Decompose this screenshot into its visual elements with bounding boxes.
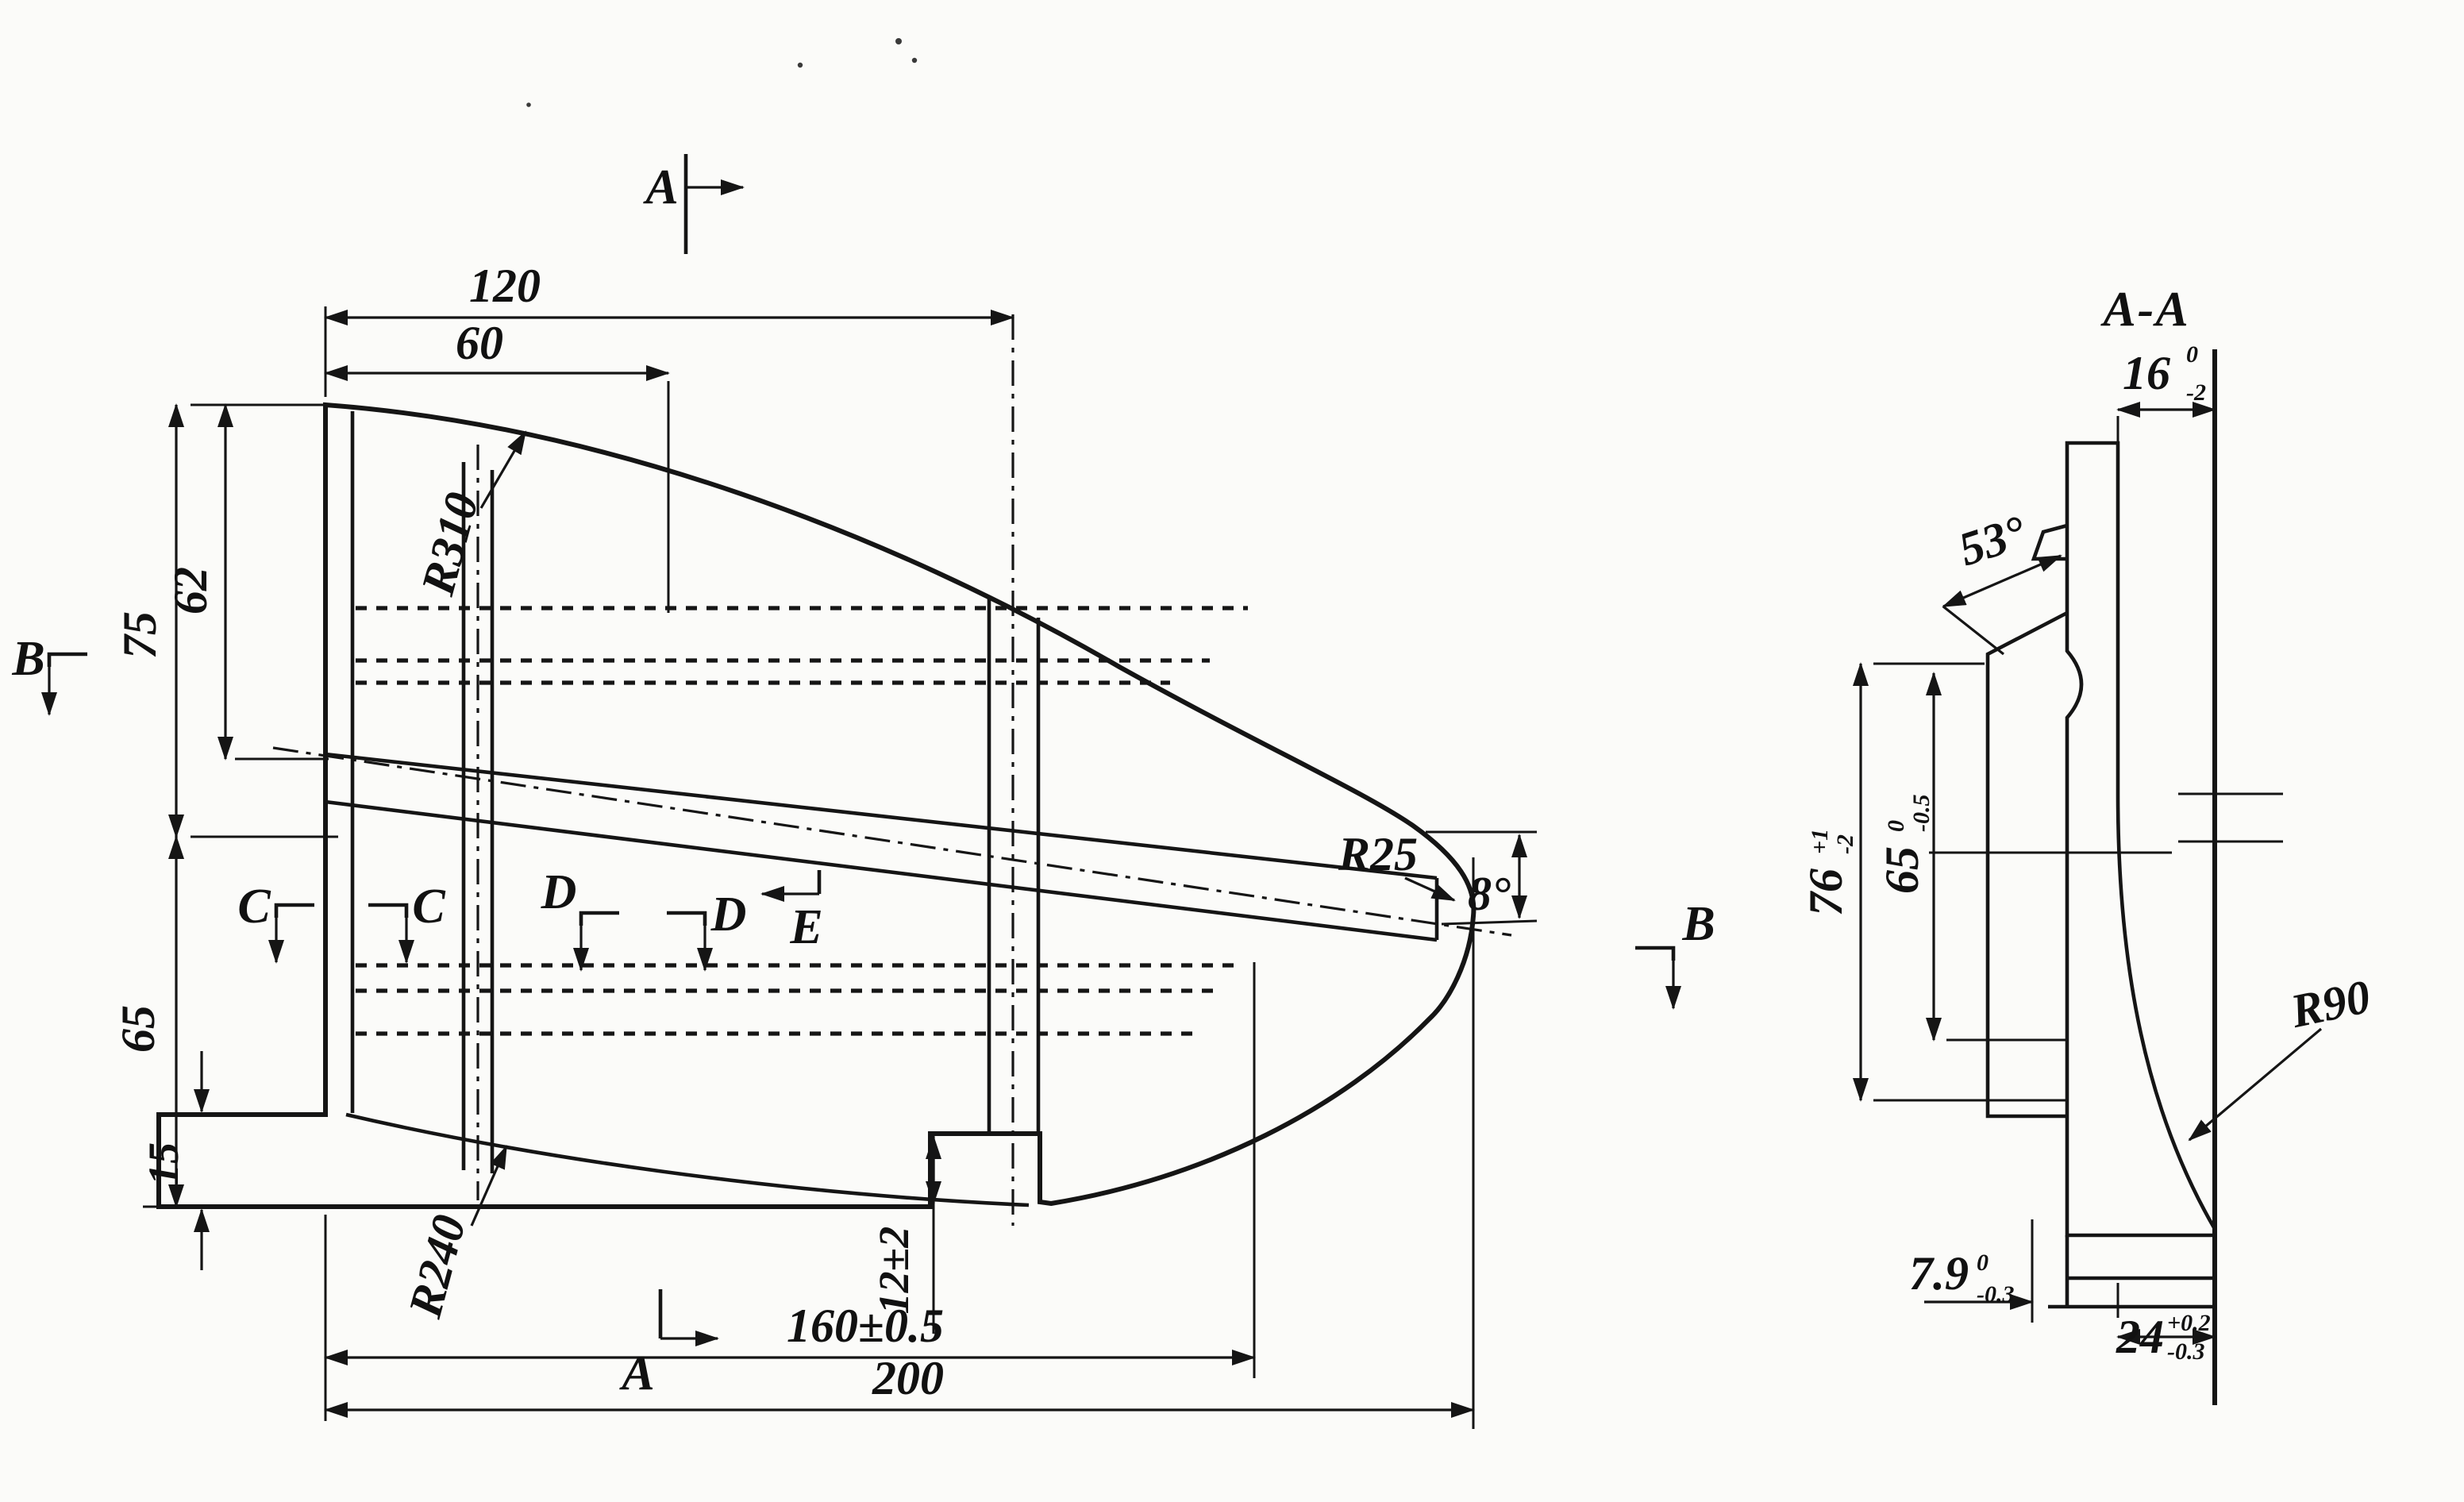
- dim-16-label: 16: [2123, 347, 2170, 399]
- scan-specks: [526, 38, 918, 107]
- marker-d-left-label: D: [541, 865, 577, 919]
- dim-65-tol-top: 0: [1883, 820, 1909, 832]
- marker-e-label: E: [789, 900, 822, 954]
- radius-r310: R310: [411, 430, 527, 601]
- dim-15: 15: [140, 1051, 210, 1270]
- slanted-channel: [272, 746, 1512, 942]
- r25-label: R25: [1338, 828, 1418, 880]
- radius-r240: R240: [398, 1145, 508, 1323]
- dim-16-tol-top: 0: [2186, 341, 2198, 368]
- dim-16-tol-bottom: -2: [2186, 379, 2206, 406]
- dim-65: 65: [112, 835, 184, 1208]
- dim-24-tol-bottom: -0.3: [2167, 1338, 2205, 1365]
- dim-62: 62: [164, 403, 233, 761]
- extension-lines: [143, 306, 1475, 1429]
- dim-15-label: 15: [140, 1142, 187, 1185]
- angle-53: 53°: [1942, 506, 2062, 656]
- dim-65-tol-bottom: -0.5: [1908, 795, 1935, 833]
- marker-d-right-label: D: [710, 888, 747, 942]
- r90-label: R90: [2285, 970, 2375, 1038]
- section-title: A-A: [2100, 283, 2189, 337]
- dim-24-tol-top: +0.2: [2167, 1310, 2211, 1336]
- dim-24: 24 +0.2 -0.3: [2116, 1283, 2216, 1365]
- dim-12-label: 12±2: [870, 1227, 918, 1315]
- marker-b-left: B: [11, 632, 87, 716]
- marker-c-right: C: [368, 880, 445, 964]
- dim-75-label: 75: [114, 611, 166, 659]
- radius-r25: R25: [1338, 828, 1456, 902]
- dim-12: 12±2: [870, 1135, 941, 1315]
- hatched-section: [2065, 441, 2217, 1238]
- marker-c-left: C: [237, 880, 314, 964]
- dim-7-9: 7.9 0 -0.3: [1909, 1219, 2034, 1323]
- marker-a-top: A: [642, 154, 745, 254]
- marker-a-bottom-label: A: [618, 1346, 654, 1400]
- dim-60-label: 60: [456, 317, 503, 369]
- marker-c-left-label: C: [237, 880, 271, 934]
- dim-200-label: 200: [872, 1352, 944, 1404]
- dim-16: 16 0 -2: [2116, 341, 2216, 448]
- dim-200: 200: [324, 1352, 1475, 1418]
- dim-160: 160±0.5: [324, 1300, 1256, 1365]
- dim-76-tol-bottom: -2: [1832, 834, 1858, 854]
- dim-76: 76 +1 -2: [1800, 662, 2067, 1102]
- marker-d-left: D: [541, 865, 619, 972]
- dim-76-tol-top: +1: [1807, 829, 1833, 854]
- dim-7-9-tol-top: 0: [1977, 1250, 1989, 1276]
- dim-65-section-label: 65: [1876, 846, 1928, 894]
- angle-8: 8°: [1426, 830, 1538, 926]
- marker-c-right-label: C: [412, 880, 445, 934]
- marker-b-left-label: B: [11, 632, 44, 686]
- bottom-curve-r240: [345, 1112, 1030, 1207]
- dim-65-section: 65 0 -0.5: [1876, 672, 2067, 1042]
- main-view: 120 60 75 62 65 15: [11, 154, 1715, 1429]
- dim-7-9-tol-bottom: -0.3: [1977, 1281, 2015, 1308]
- angle-53-label: 53°: [1953, 506, 2032, 576]
- dim-65-label: 65: [112, 1005, 164, 1053]
- dim-60: 60: [324, 317, 670, 381]
- dim-120-label: 120: [469, 260, 541, 312]
- angle-8-label: 8°: [1468, 868, 1511, 920]
- marker-b-right-label: B: [1681, 897, 1715, 951]
- radius-r90: R90: [2188, 970, 2375, 1142]
- dim-7-9-label: 7.9: [1909, 1247, 1969, 1300]
- section-left-plate: [1985, 523, 2069, 1119]
- marker-a-top-label: A: [642, 160, 678, 214]
- marker-b-right: B: [1635, 897, 1715, 1010]
- dim-76-label: 76: [1800, 868, 1852, 916]
- r240-label: R240: [398, 1209, 476, 1323]
- channel-centerline: [272, 746, 1512, 937]
- dim-62-label: 62: [164, 567, 217, 614]
- marker-a-bottom: A: [618, 1289, 719, 1400]
- hidden-lines-upper: [356, 606, 1248, 685]
- dim-75: 75: [114, 403, 184, 838]
- section-bottom-flange: [2048, 1235, 2215, 1309]
- vertical-slot-2: [987, 314, 1041, 1226]
- section-view: A-A 16 0 -2: [1800, 283, 2375, 1405]
- dim-24-label: 24: [2116, 1311, 2164, 1363]
- dim-160-label: 160±0.5: [787, 1300, 944, 1352]
- marker-d-right: D: [667, 888, 747, 972]
- marker-e: E: [760, 870, 823, 954]
- hidden-lines-lower: [356, 963, 1235, 1036]
- dim-120: 120: [324, 260, 1014, 325]
